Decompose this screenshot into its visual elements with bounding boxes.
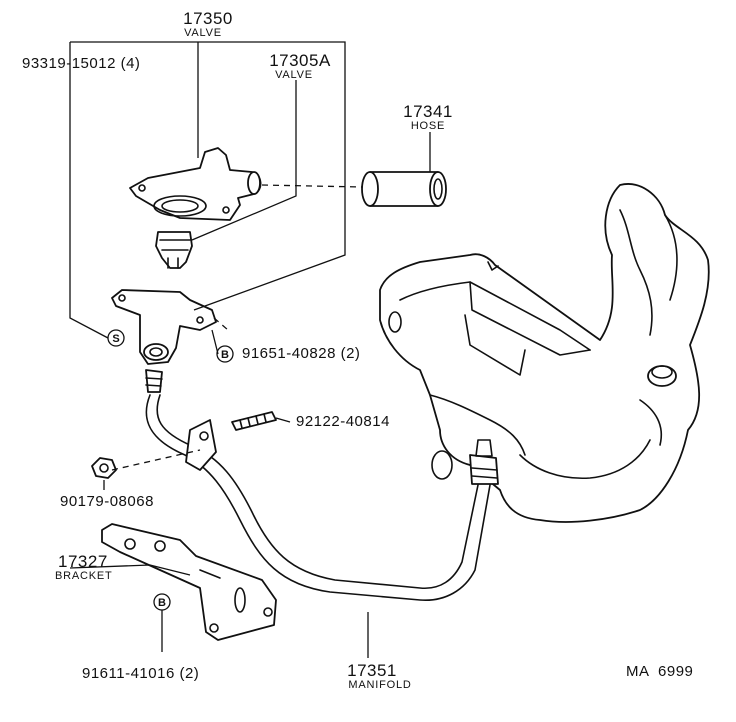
label-manifold-name: MANIFOLD <box>348 679 411 691</box>
badge-b-2: B <box>153 593 171 611</box>
badge-b-2-label: B <box>158 597 166 609</box>
valve-lower-drawing <box>111 289 217 365</box>
diagram-code: MA 6999 <box>626 663 693 680</box>
bracket-drawing <box>101 523 277 641</box>
label-valve-sub-name: VALVE <box>275 69 313 81</box>
label-hose-number: 17341 <box>403 102 453 121</box>
leader-lines <box>69 41 431 658</box>
manifold-pipe-drawing <box>145 369 499 601</box>
badge-s: S <box>107 329 125 347</box>
label-valve-main-name: VALVE <box>184 27 222 39</box>
label-bolt-valve-number: 93319-15012 (4) <box>22 55 140 72</box>
stud-drawing <box>231 411 277 431</box>
label-manifold-number: 17351 <box>347 661 397 680</box>
valve-small-drawing <box>155 231 193 269</box>
badge-s-label: S <box>112 333 119 345</box>
label-stud-number: 92122-40814 <box>296 413 390 430</box>
hose-drawing <box>361 171 447 207</box>
badge-b-1: B <box>216 345 234 363</box>
engine-manifold-drawing <box>379 183 710 523</box>
valve-upper-drawing <box>129 147 262 221</box>
label-bracket-number: 17327 <box>58 552 108 571</box>
label-bolt-bracket-number: 91611-41016 (2) <box>82 665 199 682</box>
label-bolt-b-number: 91651-40828 (2) <box>242 345 360 362</box>
label-nut-number: 90179-08068 <box>60 493 154 510</box>
badge-b-1-label: B <box>221 349 229 361</box>
label-valve-sub-number: 17305A <box>269 51 331 70</box>
nut-drawing <box>91 457 117 479</box>
label-hose-name: HOSE <box>411 120 445 132</box>
label-bracket-name: BRACKET <box>55 570 113 582</box>
label-valve-main-number: 17350 <box>183 9 233 28</box>
